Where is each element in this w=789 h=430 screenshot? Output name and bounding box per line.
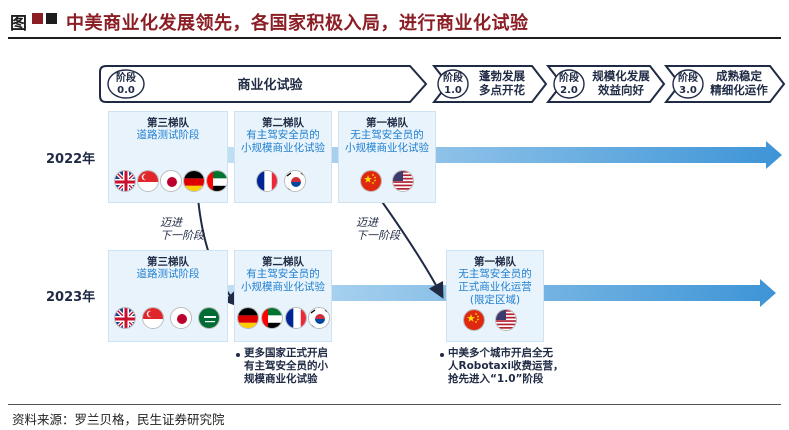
china-flag-icon: [360, 170, 382, 192]
phase-label-line: 效益向好: [598, 83, 644, 97]
phase-label-line: 精细化运作: [710, 83, 768, 97]
phase-label-line: 多点开花: [479, 83, 525, 97]
step-label-1: 迈进 下一阶段: [160, 216, 204, 242]
tier-name: 第三梯队: [147, 117, 189, 129]
row-label-2023: 2023年: [46, 290, 96, 305]
korea-flag-icon: [284, 170, 306, 192]
tier-name: 第二梯队: [262, 256, 304, 268]
title-square-dark: [46, 13, 57, 24]
phase-badge-0: [107, 69, 145, 99]
step-label-2: 迈进 下一阶段: [356, 216, 400, 242]
uk-flag-icon: [114, 307, 136, 329]
note-china-us: 中美多个城市开启全无 人Robotaxi收费运营， 抢先进入“1.0”阶段: [448, 347, 564, 385]
phase-badge-1: [437, 69, 469, 99]
usa-flag-icon: [495, 309, 517, 331]
phase-stage-1: 阶段: [443, 71, 463, 84]
germany-flag-icon: [183, 170, 205, 192]
phase-banner-0: [99, 65, 428, 103]
usa-flag-icon: [392, 170, 414, 192]
source-rule: [8, 404, 781, 405]
singapore-flag-icon: [142, 307, 164, 329]
phase-num-1: 1.0: [444, 85, 462, 96]
tier-box-2022-2: 第二梯队 有主驾安全员的 小规模商业化试验: [234, 111, 332, 203]
figure-title: 中美商业化发展领先，各国家积极入局，进行商业化试验: [66, 13, 529, 34]
germany-flag-icon: [237, 307, 259, 329]
tier-desc: 道路测试阶段: [136, 129, 200, 141]
phase-stage-2: 阶段: [559, 71, 579, 84]
japan-flag-icon: [160, 170, 182, 192]
tier-name: 第三梯队: [147, 256, 189, 268]
phase-num-0: 0.0: [117, 85, 135, 96]
phase-label-line: 成熟稳定: [716, 69, 762, 83]
note-bullet-2: [440, 353, 444, 357]
row-label-2022: 2022年: [46, 152, 96, 167]
tier-desc: 道路测试阶段: [136, 268, 200, 280]
france-flag-icon: [285, 307, 307, 329]
phase-label-line: 规模化发展: [592, 69, 650, 83]
tier-box-2023-1: 第一梯队 无主驾安全员的 正式商业化运营 (限定区域): [446, 250, 544, 342]
step-arrow-2: [377, 195, 444, 299]
phase-label-1: 蓬勃发展多点开花: [479, 69, 525, 97]
phase-label-2: 规模化发展效益向好: [592, 69, 650, 97]
tier-name: 第二梯队: [262, 117, 304, 129]
tier-desc: 无主驾安全员的 正式商业化运营 (限定区域): [458, 268, 532, 306]
japan-flag-icon: [170, 307, 192, 329]
phase-stage-0: 阶段: [116, 71, 136, 84]
phase-num-3: 3.0: [679, 85, 697, 96]
tier-name: 第一梯队: [366, 117, 408, 129]
phase-label-line: 蓬勃发展: [479, 69, 525, 83]
tier-name: 第一梯队: [474, 256, 516, 268]
tier-desc: 无主驾安全员的 小规模商业化试验: [345, 129, 429, 154]
phase-num-2: 2.0: [560, 85, 578, 96]
note-more-countries: 更多国家正式开启 有主驾安全员的小 规模商业化试验: [244, 347, 328, 385]
title-rule: [8, 37, 781, 39]
note-bullet-1: [236, 353, 240, 357]
figure-tag: 图: [10, 14, 27, 34]
tier-box-2022-1: 第一梯队 无主驾安全员的 小规模商业化试验: [338, 111, 436, 203]
phase-stage-3: 阶段: [678, 71, 698, 84]
phase-label-0: 商业化试验: [237, 77, 303, 93]
uae-flag-icon: [206, 170, 228, 192]
phase-label-3: 成熟稳定精细化运作: [710, 69, 768, 97]
uk-flag-icon: [114, 170, 136, 192]
tier-desc: 有主驾安全员的 小规模商业化试验: [241, 129, 325, 154]
tier-desc: 有主驾安全员的 小规模商业化试验: [241, 268, 325, 293]
figure-title-bar: 图 中美商业化发展领先，各国家积极入局，进行商业化试验: [0, 0, 789, 36]
phase-badge-2: [553, 69, 585, 99]
korea-flag-icon: [308, 307, 330, 329]
saudi-flag-icon: [198, 307, 220, 329]
singapore-flag-icon: [137, 170, 159, 192]
france-flag-icon: [256, 170, 278, 192]
title-square-red: [32, 13, 43, 24]
source-note: 资料来源：罗兰贝格，民生证券研究院: [12, 412, 225, 427]
uae-flag-icon: [261, 307, 283, 329]
china-flag-icon: [463, 309, 485, 331]
phase-badge-3: [672, 69, 704, 99]
